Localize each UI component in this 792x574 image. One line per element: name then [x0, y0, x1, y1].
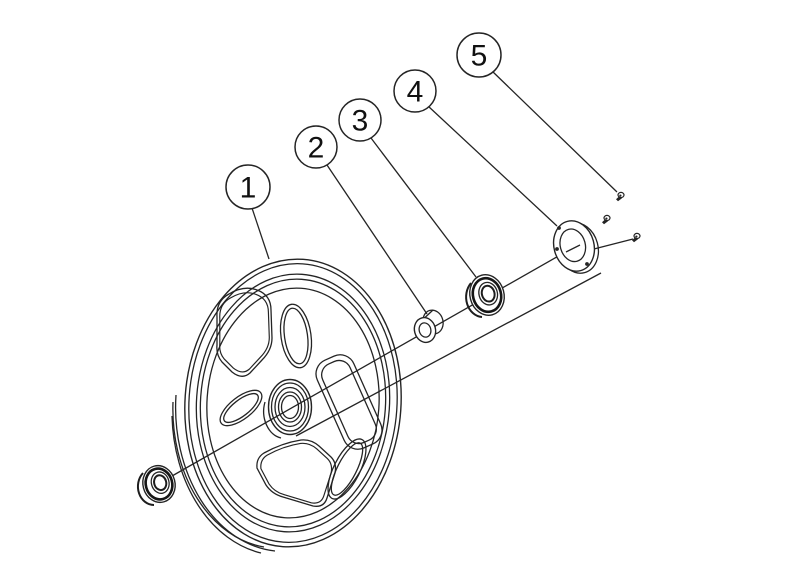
wheel-depth-arcs: [171, 394, 276, 554]
leader-line-caster-wheel: [251, 207, 270, 260]
callout-circle: [393, 69, 437, 113]
callout-circle: [225, 164, 271, 210]
wheel-cutout-bottom: [256, 439, 337, 507]
callout-number: 2: [308, 132, 325, 165]
callout-1-caster-wheel: 1: [225, 164, 271, 210]
callout-3-ball-bearing: 3: [338, 98, 382, 142]
axle-line-through-washer: [565, 244, 581, 253]
washer-mounting-holes: [555, 226, 589, 266]
wheel-slot-top: [279, 303, 313, 369]
callout-number: 5: [471, 40, 488, 73]
callout-4-hub-washer: 4: [393, 69, 437, 113]
washer-hole: [555, 247, 559, 251]
callout-circle: [456, 32, 502, 78]
wheel-cutout-top-left: [216, 287, 273, 377]
front-bearing: [136, 464, 176, 507]
screw: [616, 191, 625, 202]
wheel-hub: [263, 378, 313, 439]
screw: [632, 232, 641, 243]
callout-5-screw: 5: [456, 32, 502, 78]
leader-line-screw: [491, 70, 618, 193]
hub-washer: [552, 220, 600, 274]
leader-line-spacer-bushing: [326, 164, 428, 315]
callout-2-spacer-bushing: 2: [294, 125, 338, 169]
spacer-bushing: [413, 309, 444, 344]
washer-hole: [557, 226, 561, 230]
leader-line-ball-bearing: [370, 137, 477, 278]
wheel-cutout-right: [315, 354, 383, 450]
callout-number: 1: [240, 172, 257, 205]
screws: [602, 191, 641, 243]
washer-hole: [585, 262, 589, 266]
callout-number: 3: [352, 105, 369, 138]
callout-circle: [294, 125, 338, 169]
callout-circle: [338, 98, 382, 142]
callout-number: 4: [407, 76, 424, 109]
leader-lines: [251, 70, 618, 315]
axle-tip-segment: [589, 238, 634, 251]
wheel-slot-left: [219, 389, 263, 427]
screw: [602, 214, 611, 225]
leader-line-hub-washer: [427, 105, 558, 227]
caster-wheel: [171, 258, 402, 554]
ball-bearing: [465, 274, 505, 318]
axle-centerline-lower: [295, 272, 602, 437]
